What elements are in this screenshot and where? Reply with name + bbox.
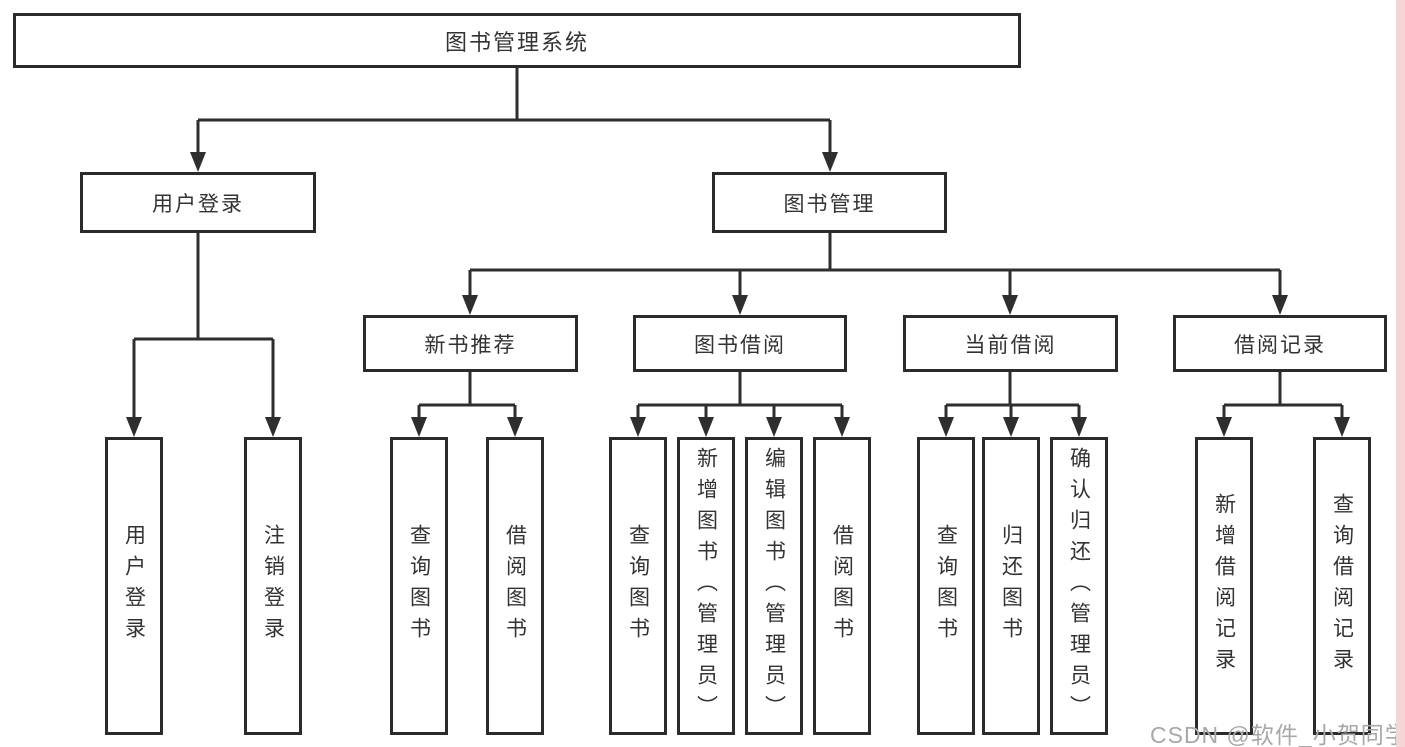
leaf-label: 编辑图书（管理员）	[762, 446, 786, 726]
leaf-label: 查询图书	[626, 524, 650, 648]
arrow-down-icon	[265, 417, 281, 437]
leaf-confirm-return-admin: 确认归还（管理员）	[1050, 437, 1108, 735]
connector-borrow-records-to-leaves	[1216, 372, 1350, 437]
leaf-label: 注销登录	[261, 524, 285, 648]
leaf-add-books-admin: 新增图书（管理员）	[677, 437, 735, 735]
arrow-down-icon	[1216, 417, 1232, 437]
right-edge-strip	[1396, 0, 1405, 747]
leaf-label: 查询借阅记录	[1330, 493, 1354, 679]
leaf-add-borrow-record: 新增借阅记录	[1195, 437, 1253, 735]
watermark: CSDN @软件_小贺同学	[1150, 722, 1405, 747]
arrow-down-icon	[1272, 295, 1288, 315]
node-borrow-records: 借阅记录	[1173, 315, 1387, 372]
leaf-label: 借阅图书	[503, 524, 527, 648]
leaf-query-borrow-record: 查询借阅记录	[1313, 437, 1371, 735]
leaf-label: 查询图书	[934, 524, 958, 648]
arrow-down-icon	[1003, 417, 1019, 437]
leaf-logout: 注销登录	[244, 437, 302, 735]
leaf-label: 借阅图书	[830, 524, 854, 648]
node-new-book-recommend: 新书推荐	[363, 315, 578, 372]
arrow-down-icon	[411, 417, 427, 437]
leaf-query-books-recommend: 查询图书	[390, 437, 448, 735]
leaf-label: 新增图书（管理员）	[694, 446, 718, 726]
connector-current-borrow-to-leaves	[938, 372, 1087, 437]
connector-user-login-to-leaves	[126, 233, 281, 437]
leaf-query-books-borrow: 查询图书	[609, 437, 667, 735]
connector-new-book-recommend-to-leaves	[411, 372, 523, 437]
leaf-label: 查询图书	[407, 524, 431, 648]
leaf-label: 用户登录	[122, 524, 146, 648]
arrow-down-icon	[1002, 295, 1018, 315]
arrow-down-icon	[822, 152, 838, 172]
arrow-down-icon	[190, 152, 206, 172]
leaf-label: 归还图书	[999, 524, 1023, 648]
node-book-borrow: 图书借阅	[633, 315, 847, 372]
node-user-login: 用户登录	[80, 172, 316, 233]
connector-root-to-level2	[190, 68, 838, 172]
arrow-down-icon	[630, 417, 646, 437]
arrow-down-icon	[938, 417, 954, 437]
connector-book-borrow-to-leaves	[630, 372, 850, 437]
leaf-label: 新增借阅记录	[1212, 493, 1236, 679]
arrow-down-icon	[1334, 417, 1350, 437]
leaf-user-login: 用户登录	[105, 437, 163, 735]
node-book-management: 图书管理	[712, 172, 947, 233]
leaf-return-books: 归还图书	[982, 437, 1040, 735]
node-current-borrow: 当前借阅	[903, 315, 1118, 372]
arrow-down-icon	[462, 295, 478, 315]
leaf-label: 确认归还（管理员）	[1067, 446, 1091, 726]
leaf-borrow-books-recommend: 借阅图书	[486, 437, 544, 735]
connector-book-mgmt-to-level3	[462, 233, 1288, 315]
arrow-down-icon	[834, 417, 850, 437]
arrow-down-icon	[126, 417, 142, 437]
arrow-down-icon	[766, 417, 782, 437]
arrow-down-icon	[698, 417, 714, 437]
node-root: 图书管理系统	[13, 13, 1021, 68]
leaf-edit-books-admin: 编辑图书（管理员）	[745, 437, 803, 735]
arrow-down-icon	[1071, 417, 1087, 437]
arrow-down-icon	[732, 295, 748, 315]
leaf-query-books-current: 查询图书	[917, 437, 975, 735]
leaf-borrow-books: 借阅图书	[813, 437, 871, 735]
arrow-down-icon	[507, 417, 523, 437]
